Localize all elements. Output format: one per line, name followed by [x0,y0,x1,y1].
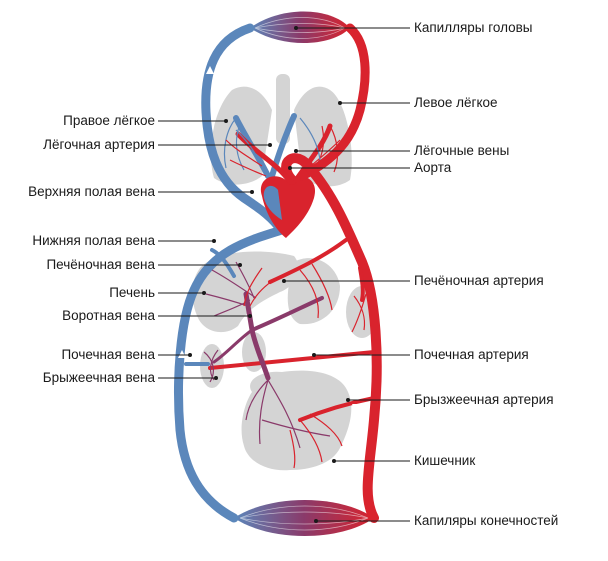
arrow-icon [310,344,318,352]
arrow-icon [352,404,360,412]
pulmonary-vein-left [293,123,333,183]
pulmonary-artery-left [269,113,297,179]
head-capillaries [250,11,350,43]
arrow-icon [340,92,348,100]
inferior-vena-cava-path [174,225,287,523]
pulmonary-vein-right [235,131,293,185]
spleen-vessels [351,293,367,333]
label-inferior-vena-cava: Нижняя полая вена [32,233,155,248]
renal-artery-path [208,350,376,370]
mesenteric-vein-path [250,296,324,332]
arrow-icon [194,456,202,464]
label-renal-vein: Почечная вена [61,347,155,362]
mesenteric-artery-path [298,396,376,422]
flow-arrows [178,66,360,464]
label-right-lung: Правое лёгкое [63,113,155,128]
label-hepatic-artery: Печёночная артерия [414,273,544,288]
hepatic-vein-path [210,248,236,278]
intestine-silhouette [241,370,352,471]
arrow-icon [206,66,214,74]
label-left-lung: Левое лёгкое [414,95,498,110]
label-superior-vena-cava: Верхняя полая вена [28,184,155,199]
leader-dots [188,26,350,523]
aorta-path [281,153,382,523]
head-artery [297,23,370,181]
hepatic-artery-path [268,238,348,284]
label-pulmonary-veins: Лёгочные вены [414,143,510,158]
liver-vessels [205,261,257,317]
limb-capillaries [234,500,374,536]
portal-system [212,291,324,381]
heart [260,176,316,238]
intestine-vessels [245,379,331,449]
label-renal-artery: Почечная артерия [414,347,529,362]
label-intestine: Кишечник [414,453,476,468]
label-pulmonary-artery: Лёгочная артерия [43,137,155,152]
left-lung-vessels-blue [299,117,321,161]
leader-lines [158,27,410,522]
head-vein [201,23,283,231]
label-mesenteric-vein: Брыжеечная вена [42,370,155,385]
label-aorta: Аорта [414,160,452,175]
arrow-icon [178,350,186,358]
liver-vessels-red [243,267,281,307]
right-lung-vessels-red [225,139,267,177]
label-portal-vein: Воротная вена [62,308,155,323]
label-hepatic-vein: Печёночная вена [46,257,155,272]
intestine-vessels-red [289,413,343,469]
spleen-artery-path [358,266,365,302]
label-mesenteric-artery: Брызжеечная артерия [414,392,554,407]
label-head-capillaries: Капилляры головы [414,20,533,35]
stomach-vessels [299,263,333,319]
arrow-icon [214,242,222,250]
label-limb-capillaries: Капиляры конечностей [414,513,559,528]
label-liver: Печень [109,285,155,300]
